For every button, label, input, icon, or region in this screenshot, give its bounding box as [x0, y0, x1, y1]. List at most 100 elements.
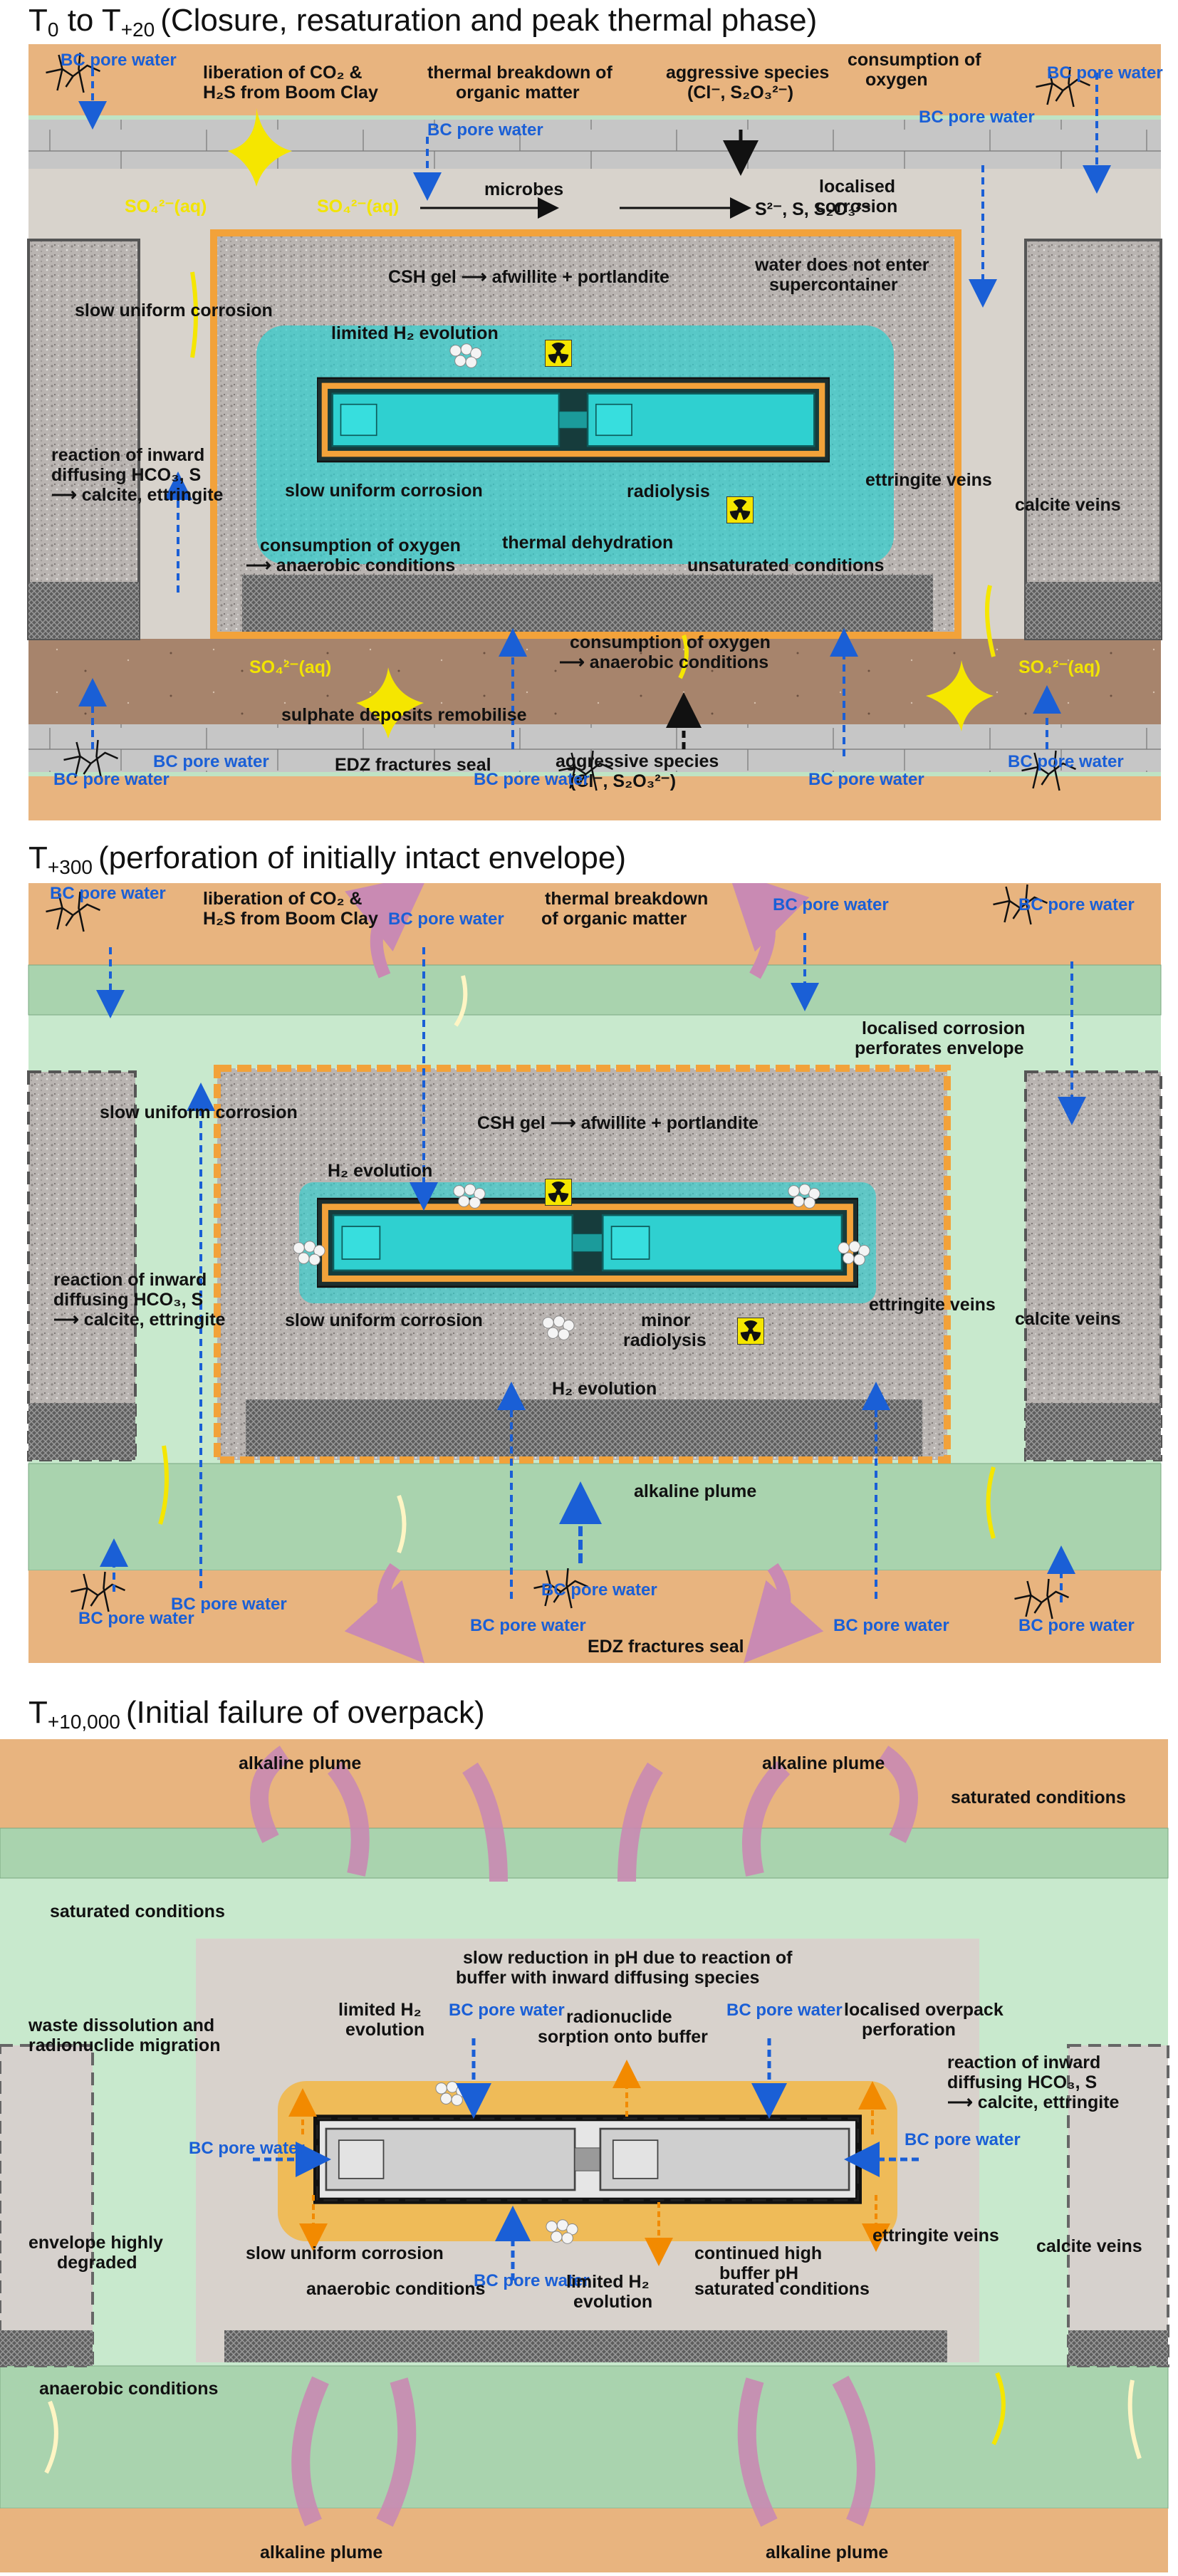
p2-bc-pore-water-4: BC pore water — [1018, 895, 1135, 914]
p3-waste-2: radionuclide migration — [28, 2035, 220, 2055]
p3-limited-h2-3: limited H₂ — [566, 2272, 650, 2292]
p3-slow-reduction-1: slow reduction in pH due to reaction of — [463, 1948, 793, 1968]
p3-limited-h2-4: evolution — [573, 2292, 652, 2312]
p1-bc-pore-water-8: BC pore water — [808, 770, 924, 789]
p3-bc-pore-water-4: BC pore water — [905, 2130, 1021, 2149]
p1-liberation-1: liberation of CO₂ & — [203, 63, 363, 83]
panel1-diagram: BC pore water liberation of CO₂ & H₂S fr… — [27, 44, 1163, 820]
p1-reaction-3: ⟶ calcite, ettringite — [51, 485, 224, 505]
p3-localised-1: localised overpack — [844, 2000, 1004, 2020]
p1-bc-pore-water-2: BC pore water — [1047, 63, 1163, 83]
p1-calcite: calcite veins — [1015, 495, 1121, 515]
p3-envelope-2: degraded — [57, 2253, 137, 2273]
p2-bc-pore-water-3: BC pore water — [773, 895, 889, 914]
p1-localised-2: corrosion — [815, 197, 897, 217]
p1-consumption-oxy-4: ⟶ anaerobic conditions — [559, 652, 768, 672]
p1-unsaturated: unsaturated conditions — [687, 556, 884, 575]
p1-water-not-2: supercontainer — [769, 275, 898, 295]
p1-ettringite: ettringite veins — [865, 470, 992, 490]
p1-liberation-2: H₂S from Boom Clay — [203, 83, 378, 103]
p3-limited-h2-1: limited H₂ — [338, 2000, 422, 2020]
p2-h2-evolution-1: H₂ evolution — [328, 1161, 432, 1181]
p3-localised-2: perforation — [862, 2020, 956, 2040]
p3-continued-1: continued high — [694, 2243, 822, 2263]
panel3-diagram: alkaline plume alkaline plume saturated … — [0, 1739, 1169, 2572]
p2-bc-pore-water-7: BC pore water — [171, 1595, 287, 1614]
radiation-warning-icon — [545, 340, 572, 367]
p3-waste-1: waste dissolution and — [28, 2016, 214, 2035]
p1-consumption-1: consumption of — [848, 50, 981, 70]
p3-alkaline-4: alkaline plume — [766, 2543, 888, 2562]
p3-slow-reduction-2: buffer with inward diffusing species — [456, 1968, 759, 1988]
p2-csh: CSH gel ⟶ afwillite + portlandite — [477, 1113, 759, 1133]
panel3-title: T+10,000(Initial failure of overpack) — [28, 1695, 485, 1733]
p1-consumption-2: oxygen — [865, 70, 928, 90]
p1-slow-uniform-1: slow uniform corrosion — [75, 301, 273, 320]
p3-bc-pore-water-3: BC pore water — [189, 2139, 305, 2158]
p1-consumption-oxy-3: consumption of oxygen — [570, 632, 771, 652]
p3-limited-h2-2: evolution — [345, 2020, 424, 2040]
panel1-title: T0 to T+20(Closure, resaturation and pea… — [28, 3, 818, 41]
p1-thermal-1: thermal breakdown of — [427, 63, 613, 83]
p3-reaction-2: diffusing HCO₃, S — [947, 2072, 1097, 2092]
p2-slow-uniform-2: slow uniform corrosion — [285, 1310, 483, 1330]
p1-aggressive-2: (Cl⁻, S₂O₃²⁻) — [687, 83, 793, 103]
p2-bc-pore-water-2: BC pore water — [388, 909, 504, 929]
p1-slow-uniform-2: slow uniform corrosion — [285, 481, 483, 501]
p3-reaction-3: ⟶ calcite, ettringite — [947, 2092, 1120, 2112]
p2-localised-1: localised corrosion — [862, 1018, 1025, 1038]
p2-reaction-2: diffusing HCO₃, S — [53, 1290, 203, 1310]
p1-aggressive-1: aggressive species — [666, 63, 829, 83]
p1-thermal-dehydration: thermal dehydration — [502, 533, 673, 553]
p3-alkaline-1: alkaline plume — [239, 1753, 361, 1773]
p2-reaction-1: reaction of inward — [53, 1270, 207, 1290]
p3-continued-2: buffer pH — [719, 2263, 798, 2283]
p2-thermal-1: thermal breakdown — [545, 889, 708, 909]
p1-radiolysis: radiolysis — [627, 481, 710, 501]
p3-saturated-1: saturated conditions — [951, 1788, 1126, 1808]
p1-bc-pore-water-9: BC pore water — [1008, 752, 1124, 771]
p3-alkaline-2: alkaline plume — [762, 1753, 885, 1773]
p1-limited-h2: limited H₂ evolution — [331, 323, 499, 343]
p2-liberation-2: H₂S from Boom Clay — [203, 909, 378, 929]
p2-bc-pore-water-1: BC pore water — [50, 884, 166, 903]
p3-envelope-1: envelope highly — [28, 2233, 163, 2253]
p3-anaerobic-1: anaerobic conditions — [306, 2279, 485, 2299]
p1-reaction-1: reaction of inward — [51, 445, 204, 465]
p3-alkaline-3: alkaline plume — [260, 2543, 382, 2562]
p1-edz: EDZ fractures seal — [335, 755, 491, 775]
p2-h2-evolution-2: H₂ evolution — [552, 1379, 657, 1399]
p3-bc-pore-water-1: BC pore water — [449, 2001, 565, 2020]
p1-so4-right: SO₄²⁻(aq) — [317, 197, 399, 217]
p1-sulphate: sulphate deposits remobilise — [281, 705, 527, 725]
p1-reaction-2: diffusing HCO₃, S — [51, 465, 201, 485]
p3-saturated-2: saturated conditions — [50, 1902, 225, 1921]
radiation-warning-icon — [545, 1179, 572, 1206]
p1-bc-pore-water-6: BC pore water — [153, 752, 269, 771]
p1-consumption-oxy-1: consumption of oxygen — [260, 536, 461, 556]
p1-bc-pore-water-1: BC pore water — [61, 51, 177, 70]
p1-so4-br: SO₄²⁻(aq) — [1018, 657, 1100, 677]
p1-bc-pore-water-3: BC pore water — [427, 120, 543, 140]
p3-anaerobic-2: anaerobic conditions — [39, 2379, 218, 2399]
p3-bc-pore-water-5: BC pore water — [474, 2271, 590, 2290]
p2-bc-pore-water-10: BC pore water — [1018, 1616, 1135, 1635]
p3-slow-uniform: slow uniform corrosion — [246, 2243, 444, 2263]
p3-reaction-1: reaction of inward — [947, 2053, 1100, 2072]
p1-bc-pore-water-4: BC pore water — [919, 108, 1035, 127]
p1-aggressive-4: (Cl⁻, S₂O₃²⁻) — [570, 771, 676, 791]
p2-reaction-3: ⟶ calcite, ettringite — [53, 1310, 226, 1330]
p2-minor-1: minor — [641, 1310, 691, 1330]
p1-microbes: microbes — [484, 179, 563, 199]
p1-so4-left: SO₄²⁻(aq) — [125, 197, 207, 217]
p1-aggressive-3: aggressive species — [556, 751, 719, 771]
p2-thermal-2: of organic matter — [541, 909, 687, 929]
p1-s-species: S²⁻, S, S₂O₃²⁻ — [755, 199, 871, 219]
p3-sorption-2: sorption onto buffer — [538, 2027, 708, 2047]
p2-slow-uniform-1: slow uniform corrosion — [100, 1102, 298, 1122]
p2-edz: EDZ fractures seal — [588, 1637, 744, 1657]
p1-water-not-1: water does not enter — [754, 255, 929, 275]
radiation-warning-icon — [726, 496, 754, 523]
p1-csh: CSH gel ⟶ afwillite + portlandite — [388, 267, 669, 287]
p2-bc-pore-water-5: BC pore water — [541, 1580, 657, 1600]
